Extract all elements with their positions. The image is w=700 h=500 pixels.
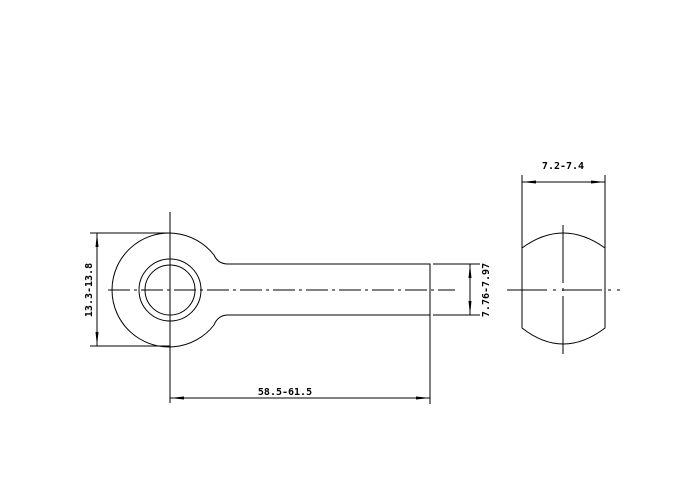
width-dimension-label: 7.2-7.4: [542, 161, 584, 172]
side-view: 7.2-7.4: [507, 161, 620, 358]
side-profile-outline: [521, 232, 606, 345]
eye-bolt-outline: [111, 232, 431, 348]
shank-diameter-dimension-label: 7.76-7.97: [481, 263, 492, 317]
front-view: 13.3-13.8 7.76-7.97 58.5-61.5: [84, 212, 492, 404]
eye-height-dimension-label: 13.3-13.8: [84, 263, 95, 317]
length-dimension-label: 58.5-61.5: [258, 387, 312, 398]
